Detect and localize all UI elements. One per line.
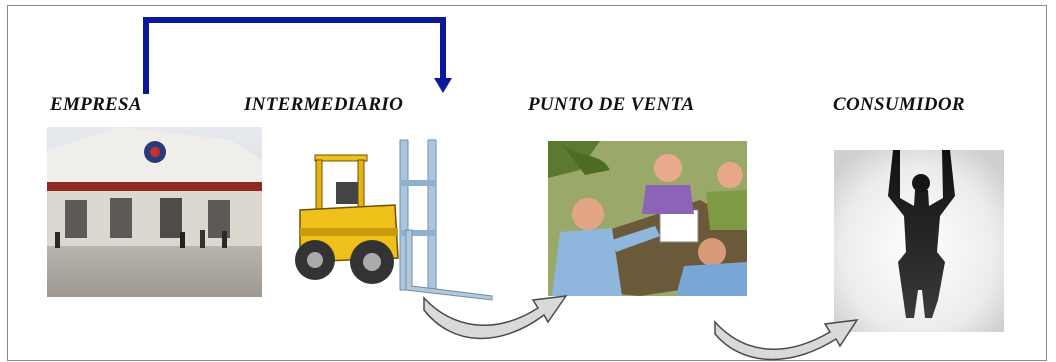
curved-arrow-2 (714, 319, 859, 361)
diagram-frame (7, 5, 1047, 361)
empresa-image (47, 127, 262, 297)
bypass-arrow (143, 17, 452, 94)
label-intermediario: INTERMEDIARIO (244, 94, 404, 115)
consumidor-image (834, 150, 1004, 332)
label-consumidor: CONSUMIDOR (833, 94, 965, 115)
label-empresa: EMPRESA (50, 94, 142, 115)
intermediario-image (295, 139, 493, 301)
punto-de-venta-image (548, 141, 747, 296)
label-punto-de-venta: PUNTO DE VENTA (528, 94, 695, 115)
curved-arrow-1 (423, 295, 568, 340)
